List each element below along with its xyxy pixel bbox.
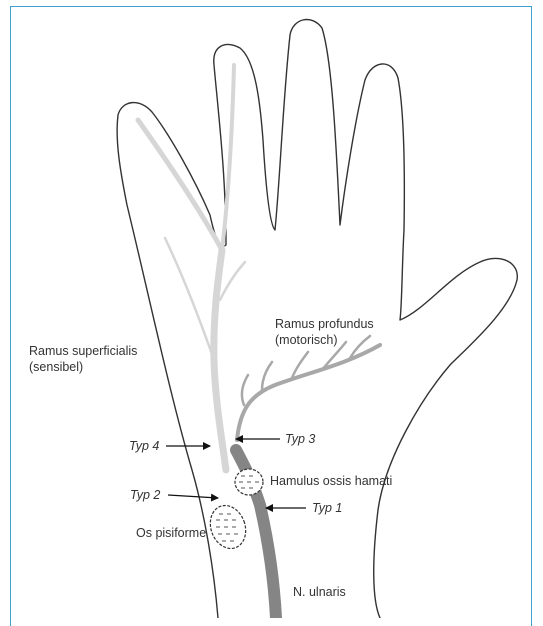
- os-pisiforme-bone: [205, 501, 252, 554]
- typ2-arrow: [168, 495, 218, 498]
- hamulus-ossis-hamati-bone: [235, 469, 263, 495]
- label-ramus-profundus: Ramus profundus: [275, 316, 374, 332]
- label-typ2: Typ 2: [130, 487, 160, 503]
- label-motorisch: (motorisch): [275, 332, 338, 348]
- label-typ1: Typ 1: [312, 500, 342, 516]
- label-ramus-superficialis: Ramus superficialis: [29, 343, 137, 359]
- label-typ4: Typ 4: [129, 438, 159, 454]
- label-hamulus: Hamulus ossis hamati: [270, 473, 392, 489]
- label-os-pisiforme: Os pisiforme: [136, 525, 206, 541]
- label-sensibel: (sensibel): [29, 359, 83, 375]
- ramus-profundus-nerve: [237, 336, 380, 440]
- label-typ3: Typ 3: [285, 431, 315, 447]
- ramus-superficialis-nerve: [138, 65, 245, 470]
- label-n-ulnaris: N. ulnaris: [293, 584, 346, 600]
